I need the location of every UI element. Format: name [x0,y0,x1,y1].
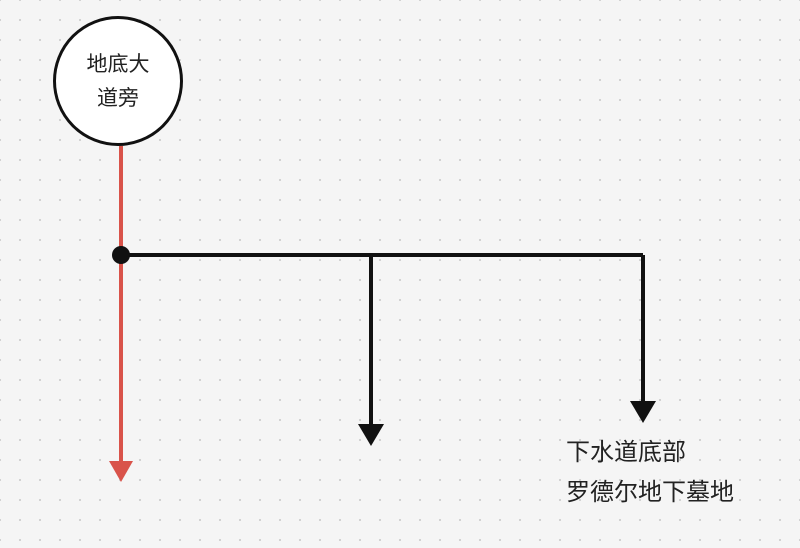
start-node-label-line-1: 地底大 [86,52,150,76]
junction-dot [112,246,130,264]
branch-label: 下水道底部 罗德尔地下墓地 [566,432,734,512]
branch-right-arrowhead [630,401,656,423]
start-node[interactable]: 地底大 道旁 [53,16,183,146]
branch-middle-arrowhead [358,424,384,446]
branch-label-line-1: 下水道底部 [566,438,686,466]
start-node-label-line-2: 道旁 [97,86,139,110]
branch-label-line-2: 罗德尔地下墓地 [566,478,734,506]
main-path-arrowhead [109,461,133,482]
